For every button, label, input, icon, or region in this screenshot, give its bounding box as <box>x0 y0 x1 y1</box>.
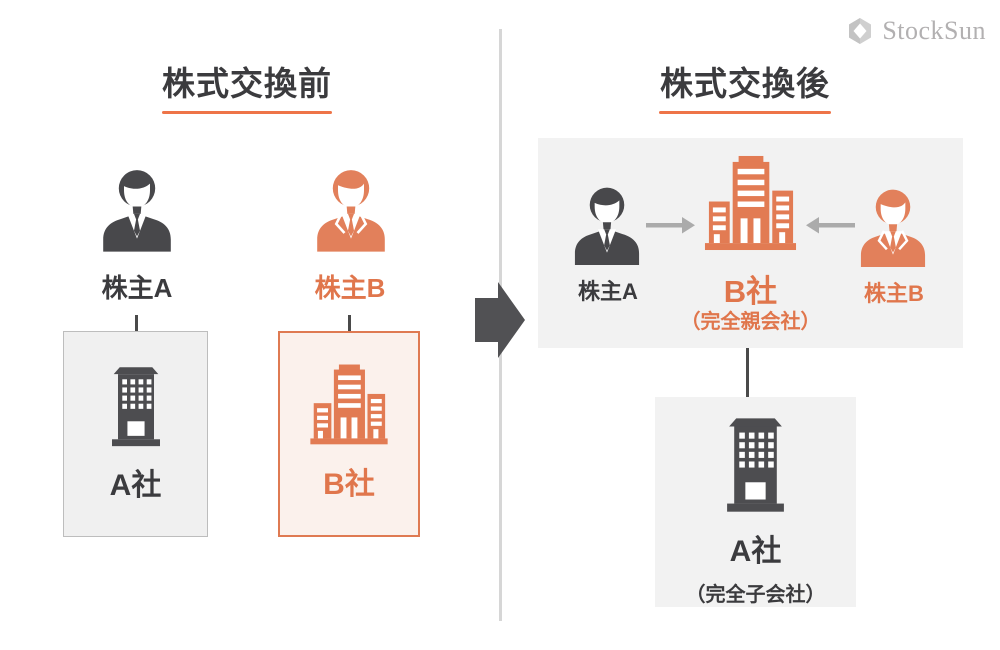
company-a-label: A社 <box>109 469 162 502</box>
company-a-box: A社 <box>63 331 208 537</box>
after-shareholder-a-icon <box>570 178 644 273</box>
after-company-a-label: A社 <box>729 535 782 568</box>
brand-logo: StockSun <box>847 16 986 46</box>
connector-shareholder-a-to-company-a <box>135 315 138 331</box>
after-title-text: 株式交換後 <box>660 65 830 102</box>
after-company-b-label: B社 <box>723 274 778 309</box>
arrow-b-to-b-icon <box>805 215 855 235</box>
arrow-a-to-b-icon <box>646 215 696 235</box>
shareholder-a-icon <box>98 160 176 260</box>
after-company-a-note: （完全子会社） <box>685 584 826 606</box>
after-company-b-note: （完全親会社） <box>680 311 821 333</box>
after-company-a-box: A社 （完全子会社） <box>655 397 856 607</box>
before-title: 株式交換前 <box>132 65 362 115</box>
company-a-building-icon <box>106 362 166 448</box>
after-shareholder-b-label: 株主B <box>864 281 924 306</box>
after-parent-panel: 株主A B社 （完全親会社） 株主B <box>538 138 963 348</box>
brand-name: StockSun <box>882 16 986 45</box>
shareholder-a-label: 株主A <box>101 273 173 303</box>
after-title-underline <box>659 111 831 115</box>
shareholder-b-label: 株主B <box>314 273 386 303</box>
company-b-label: B社 <box>323 468 375 501</box>
shareholder-b-icon <box>312 160 390 260</box>
after-shareholder-a-label: 株主A <box>578 279 638 304</box>
after-company-b-building-icon <box>701 153 800 252</box>
brand-gem-icon <box>849 18 872 44</box>
transition-arrow-icon <box>475 282 525 358</box>
before-title-underline <box>162 111 332 115</box>
after-company-a-building-icon <box>720 412 791 514</box>
connector-parent-to-subsidiary <box>746 348 749 397</box>
after-title: 株式交換後 <box>630 65 860 115</box>
before-title-text: 株式交換前 <box>162 65 332 102</box>
company-b-box: B社 <box>278 331 420 537</box>
company-b-building-icon <box>307 361 391 447</box>
connector-shareholder-b-to-company-b <box>348 315 351 331</box>
after-shareholder-b-icon <box>856 181 930 274</box>
